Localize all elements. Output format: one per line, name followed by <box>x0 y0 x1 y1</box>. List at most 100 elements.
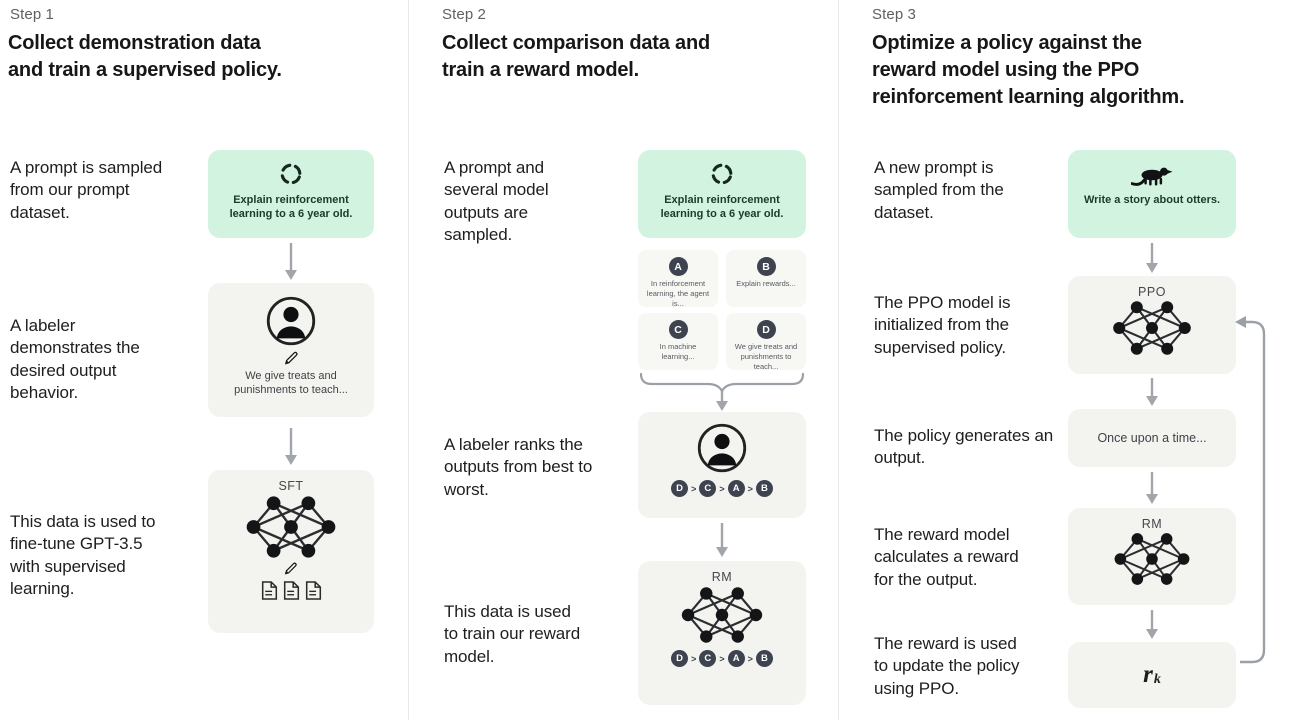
step-1-title: Collect demonstration data and train a s… <box>8 30 348 84</box>
sample-refresh-icon <box>711 163 733 185</box>
rank-chip: B <box>755 480 773 497</box>
policy-output-box: Once upon a time... <box>1068 409 1236 467</box>
sft-model-box: SFT <box>208 470 374 633</box>
output-text-b: Explain rewards... <box>736 279 796 288</box>
step-2-title: Collect comparison data and train a rewa… <box>442 30 782 84</box>
rank-separator: > <box>719 483 725 494</box>
feedback-loop-arrow-icon <box>1235 316 1266 664</box>
pencil-icon <box>284 562 297 575</box>
step-2-title-line-1: Collect comparison data and <box>442 32 710 54</box>
annotation-finetune-gpt: This data is used to fine-tune GPT-3.5 w… <box>10 512 156 599</box>
rank-separator: > <box>691 653 697 664</box>
step-1-title-line-2: and train a supervised policy. <box>8 59 282 81</box>
pencil-icon <box>284 351 298 365</box>
down-arrow-icon <box>1146 378 1158 406</box>
annotation-outputs-sampled: A prompt and several model outputs are s… <box>444 158 549 245</box>
rank-chip: B <box>755 650 773 667</box>
rm-label: RM <box>1141 517 1163 531</box>
down-arrow-icon <box>1146 243 1158 273</box>
annotation-labeler-ranks: A labeler ranks the outputs from best to… <box>444 435 593 499</box>
rank-chip: A <box>727 480 745 497</box>
step-3-label: Step 3 <box>872 6 916 23</box>
labeler-icon <box>266 296 316 346</box>
sft-label: SFT <box>278 479 304 493</box>
down-arrow-icon <box>716 523 728 557</box>
document-icon <box>283 581 299 600</box>
rank-chip: C <box>699 650 717 667</box>
labeler-box-step1: We give treats and punishments to teach.… <box>208 283 374 417</box>
output-text-d: We give treats and punishments to teach.… <box>734 342 798 371</box>
prompt-text-step3: Write a story about otters. <box>1083 194 1221 206</box>
step-1-label: Step 1 <box>10 6 54 23</box>
rm-label: RM <box>711 570 733 584</box>
rank-separator: > <box>747 483 753 494</box>
rank-separator: > <box>747 653 753 664</box>
annotation-reward-updates: The reward is used to update the policy … <box>874 634 1020 698</box>
prompt-box-step2: Explain reinforcement learning to a 6 ye… <box>638 150 806 238</box>
annotation-new-prompt: A new prompt is sampled from the dataset… <box>874 158 1004 222</box>
rank-separator: > <box>719 653 725 664</box>
policy-output-text: Once upon a time... <box>1097 431 1207 445</box>
ppo-label: PPO <box>1138 285 1166 299</box>
rank-chip: A <box>727 650 745 667</box>
labeler-box-step2: D > C > A > B <box>638 412 806 518</box>
neural-network-icon <box>681 587 763 643</box>
prompt-text-step2: Explain reinforcement learning to a 6 ye… <box>660 194 784 221</box>
annotation-labeler-demonstrates: A labeler demonstrates the desired outpu… <box>10 316 140 403</box>
output-box-b: B Explain rewards... <box>726 250 806 307</box>
annotation-ppo-initialized: The PPO model is initialized from the su… <box>874 293 1011 357</box>
ppo-model-box: PPO <box>1068 276 1236 374</box>
document-icon <box>305 581 321 600</box>
output-label-d: D <box>756 320 776 339</box>
rm-model-box-step3: RM <box>1068 508 1236 605</box>
step-2-title-line-2: train a reward model. <box>442 59 639 81</box>
reward-symbol-base: r <box>1143 661 1153 688</box>
step-3-title-line-1: Optimize a policy against the <box>872 32 1142 54</box>
neural-network-icon <box>1113 301 1191 355</box>
step-3-title: Optimize a policy against the reward mod… <box>872 30 1252 111</box>
down-arrow-icon <box>285 428 297 465</box>
output-label-b: B <box>756 257 776 276</box>
output-text-c: In machine learning... <box>659 342 697 361</box>
output-label-c: C <box>668 320 688 339</box>
prompt-text-step1: Explain reinforcement learning to a 6 ye… <box>229 194 353 221</box>
labeler-icon <box>697 423 747 473</box>
output-box-a: A In reinforcement learning, the agent i… <box>638 250 718 308</box>
documents-icon <box>208 580 374 601</box>
labeler-demo-text: We give treats and punishments to teach.… <box>234 370 348 397</box>
otter-icon <box>1131 167 1173 186</box>
document-icon <box>261 581 277 600</box>
rank-chip: C <box>699 480 717 497</box>
column-divider-1 <box>408 0 409 720</box>
output-box-d: D We give treats and punishments to teac… <box>726 313 806 371</box>
step-3-title-line-3: reinforcement learning algorithm. <box>872 86 1185 108</box>
output-label-a: A <box>668 257 688 276</box>
neural-network-icon <box>1114 533 1190 585</box>
annotation-policy-generates: The policy generates an output. <box>874 426 1054 468</box>
curly-brace-icon <box>639 372 805 411</box>
neural-network-icon <box>246 496 336 558</box>
annotation-train-rm: This data is used to train our reward mo… <box>444 602 581 666</box>
prompt-box-step1: Explain reinforcement learning to a 6 ye… <box>208 150 374 238</box>
rank-chip: D <box>671 480 689 497</box>
ranking-row: D > C > A > B <box>638 480 806 497</box>
reward-symbol-subscript: k <box>1153 672 1161 687</box>
output-box-c: C In machine learning... <box>638 313 718 370</box>
ranking-row: D > C > A > B <box>638 650 806 667</box>
rank-chip: D <box>671 650 689 667</box>
down-arrow-icon <box>1146 610 1158 639</box>
down-arrow-icon <box>285 243 297 280</box>
rm-model-box-step2: RM D > C > A > B <box>638 561 806 705</box>
down-arrow-icon <box>1146 472 1158 504</box>
column-divider-2 <box>838 0 839 720</box>
sample-refresh-icon <box>280 163 302 185</box>
annotation-prompt-sampled: A prompt is sampled from our prompt data… <box>10 158 163 222</box>
rank-separator: > <box>691 483 697 494</box>
step-2-label: Step 2 <box>442 6 486 23</box>
step-3-title-line-2: reward model using the PPO <box>872 59 1140 81</box>
step-1-title-line-1: Collect demonstration data <box>8 32 261 54</box>
prompt-box-step3: Write a story about otters. <box>1068 150 1236 238</box>
